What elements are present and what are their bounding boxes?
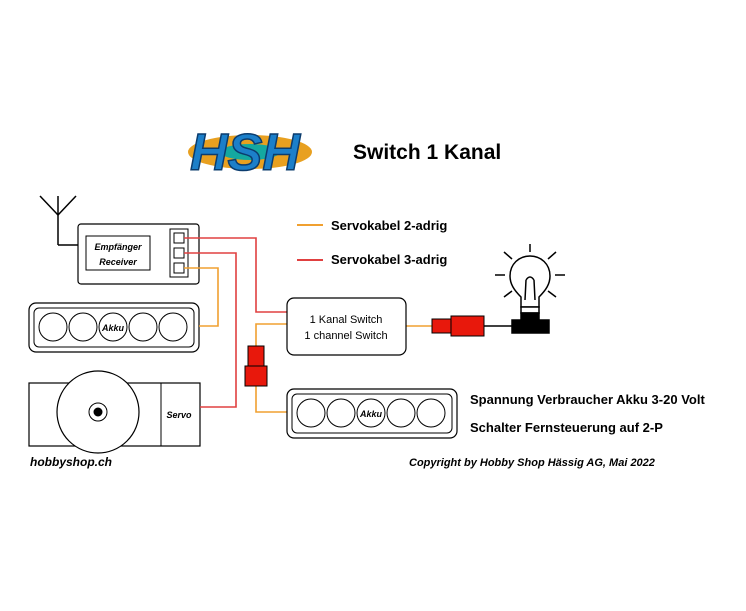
battery-top-label: Akku: [101, 323, 125, 333]
servo: Servo: [28, 370, 201, 454]
page-title: Switch 1 Kanal: [353, 141, 501, 164]
battery-top: Akku: [28, 302, 200, 353]
wire-receiver-to-servo: [184, 252, 237, 408]
receiver-label-de: Empfänger: [94, 242, 142, 252]
servo-label: Servo: [166, 410, 192, 420]
footer-copyright: Copyright by Hobby Shop Hässig AG, Mai 2…: [409, 457, 655, 469]
connector-horizontal: [431, 315, 512, 337]
receiver-port-1: [173, 232, 185, 244]
note-transmitter: Schalter Fernsteuerung auf 2-P: [470, 420, 663, 435]
wire-switch-to-connector: [255, 323, 287, 346]
wires: [184, 237, 432, 413]
light-bulb-icon: [495, 244, 565, 334]
battery-bottom: Akku: [286, 388, 458, 439]
receiver-port-2: [173, 247, 185, 259]
note-voltage: Spannung Verbraucher Akku 3-20 Volt: [470, 392, 705, 407]
receiver-port-3: [173, 262, 185, 274]
battery-bottom-label: Akku: [359, 409, 383, 419]
switch-label-en: 1 channel Switch: [304, 330, 387, 342]
receiver: Empfänger Receiver: [77, 223, 200, 285]
switch-module: 1 Kanal Switch 1 channel Switch: [286, 297, 407, 356]
footer-site: hobbyshop.ch: [30, 455, 112, 469]
antenna-icon: [39, 195, 78, 246]
legend-three-wire-label: Servokabel 3-adrig: [331, 252, 447, 267]
wire-connector-to-battery: [255, 386, 287, 413]
switch-label-de: 1 Kanal Switch: [310, 314, 383, 326]
connector-vertical: [244, 345, 268, 387]
receiver-label-en: Receiver: [99, 257, 137, 267]
logo-text: HSH: [190, 124, 301, 182]
legend: Servokabel 2-adrig Servokabel 3-adrig: [297, 218, 447, 267]
legend-two-wire-label: Servokabel 2-adrig: [331, 218, 447, 233]
wire-receiver-to-switch: [184, 237, 287, 313]
hsh-logo: HSH: [188, 123, 312, 183]
wire-receiver-to-battery: [184, 267, 219, 327]
